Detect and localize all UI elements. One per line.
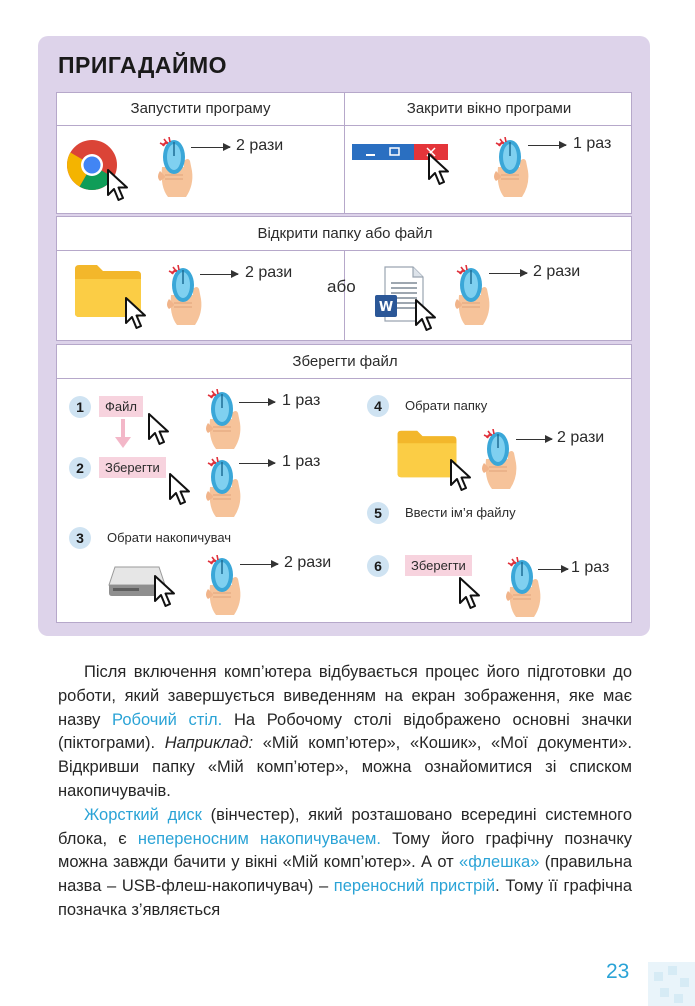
text-run: . Тому її графічна позначка з’являється [58, 877, 633, 919]
close-clicks: 1 раз [573, 135, 612, 152]
mouse-hand-icon [202, 457, 244, 519]
body-text: Після включення комп’ютера відбувається … [58, 661, 632, 923]
term-portable-device: переносний пристрій [333, 877, 496, 896]
step1-clicks: 1 раз [282, 392, 321, 409]
choose-folder-label: Обрати папку [405, 398, 488, 413]
corner-pattern-icon [648, 962, 695, 1006]
box-title: ПРИГАДАЙМО [58, 52, 228, 78]
mouse-hand-icon [490, 137, 532, 199]
chrome-icon [67, 140, 117, 190]
paragraph-2: Жорсткий диск (вінчестер), який розташов… [58, 804, 632, 923]
or-label: або [327, 277, 356, 296]
page-number: 23 [606, 960, 630, 983]
open-table: Відкрити папку або файл 2 рази або W 2 р… [56, 216, 632, 341]
close-header: Закрити вікно програми [406, 100, 572, 117]
term-flash-drive: «флешка» [459, 853, 540, 872]
open-clicks-right: 2 рази [533, 263, 581, 280]
down-arrow-icon [115, 419, 131, 448]
remember-box: ПРИГАДАЙМО Запустити програму Закрити ві… [38, 36, 650, 636]
step-number: 1 [69, 396, 91, 418]
cursor-icon [169, 473, 191, 507]
text-run: Після включення комп’ютера відбувається … [58, 663, 632, 729]
save-menu-tag: Зберегти [99, 457, 166, 478]
enter-filename-label: Ввести ім’я файлу [405, 505, 516, 520]
step4-clicks: 2 рази [557, 429, 605, 446]
cursor-icon [450, 459, 472, 493]
launch-header: Запустити програму [130, 100, 271, 117]
text-run: «Мій комп’ютер», «Кошик», «Мої документи… [58, 734, 632, 800]
cursor-icon [154, 575, 176, 609]
open-header: Відкрити папку або файл [257, 225, 433, 242]
term-hard-disk: Жорсткий диск [84, 805, 202, 824]
arrow-icon [240, 560, 279, 568]
word-document-icon: W [375, 266, 424, 322]
launch-clicks: 2 рази [236, 137, 284, 154]
window-controls-icon [352, 144, 448, 160]
mouse-hand-icon [451, 265, 493, 327]
text-run: Тому його графічну позначку можна завжди… [58, 829, 632, 872]
text-run: На Робочому столі відображено основні зн… [58, 710, 632, 753]
cursor-icon [148, 413, 170, 447]
cursor-icon [428, 153, 450, 187]
step6-clicks: 1 раз [571, 559, 610, 576]
step-number: 6 [367, 555, 389, 577]
arrow-icon [200, 270, 239, 278]
open-clicks-left: 2 рази [245, 264, 293, 281]
mouse-hand-icon [163, 265, 205, 327]
launch-close-table: Запустити програму Закрити вікно програм… [56, 92, 632, 214]
text-run: (вінчестер), який розташовано всередині … [58, 805, 632, 848]
step-number: 2 [69, 457, 91, 479]
save-table: Зберегти файл 1 Файл 1 раз 2 Зберегти 1 … [56, 344, 632, 623]
step-number: 3 [69, 527, 91, 549]
step3-clicks: 2 рази [284, 554, 332, 571]
mouse-hand-icon [478, 429, 520, 491]
file-menu-tag: Файл [99, 396, 143, 417]
svg-text:W: W [379, 300, 393, 315]
term-non-portable-drive: непереносним накопичувачем. [137, 829, 381, 848]
arrow-icon [239, 398, 276, 406]
mouse-hand-icon [202, 389, 244, 451]
save-button-tag: Зберегти [405, 555, 472, 576]
drive-icon [108, 566, 166, 596]
arrow-icon [489, 269, 528, 277]
text-run: (правильна назва – USB-флеш-накопичувач)… [58, 853, 632, 896]
example-label: Наприклад: [164, 734, 254, 753]
paragraph-1: Після включення комп’ютера відбувається … [58, 661, 632, 804]
cursor-icon [459, 577, 481, 611]
cursor-icon [415, 299, 437, 333]
choose-drive-label: Обрати накопичувач [107, 530, 232, 545]
mouse-hand-icon [502, 557, 544, 619]
save-header: Зберегти файл [292, 353, 398, 370]
arrow-icon [191, 143, 231, 151]
step2-clicks: 1 раз [282, 453, 321, 470]
step-number: 4 [367, 395, 389, 417]
arrow-icon [538, 565, 569, 573]
cursor-icon [125, 297, 147, 331]
arrow-icon [239, 459, 276, 467]
mouse-hand-icon [154, 137, 196, 199]
step-number: 5 [367, 502, 389, 524]
cursor-icon [107, 169, 129, 203]
arrow-icon [528, 141, 567, 149]
arrow-icon [516, 435, 553, 443]
mouse-hand-icon [202, 555, 244, 617]
term-desktop: Робочий стіл. [112, 710, 223, 729]
